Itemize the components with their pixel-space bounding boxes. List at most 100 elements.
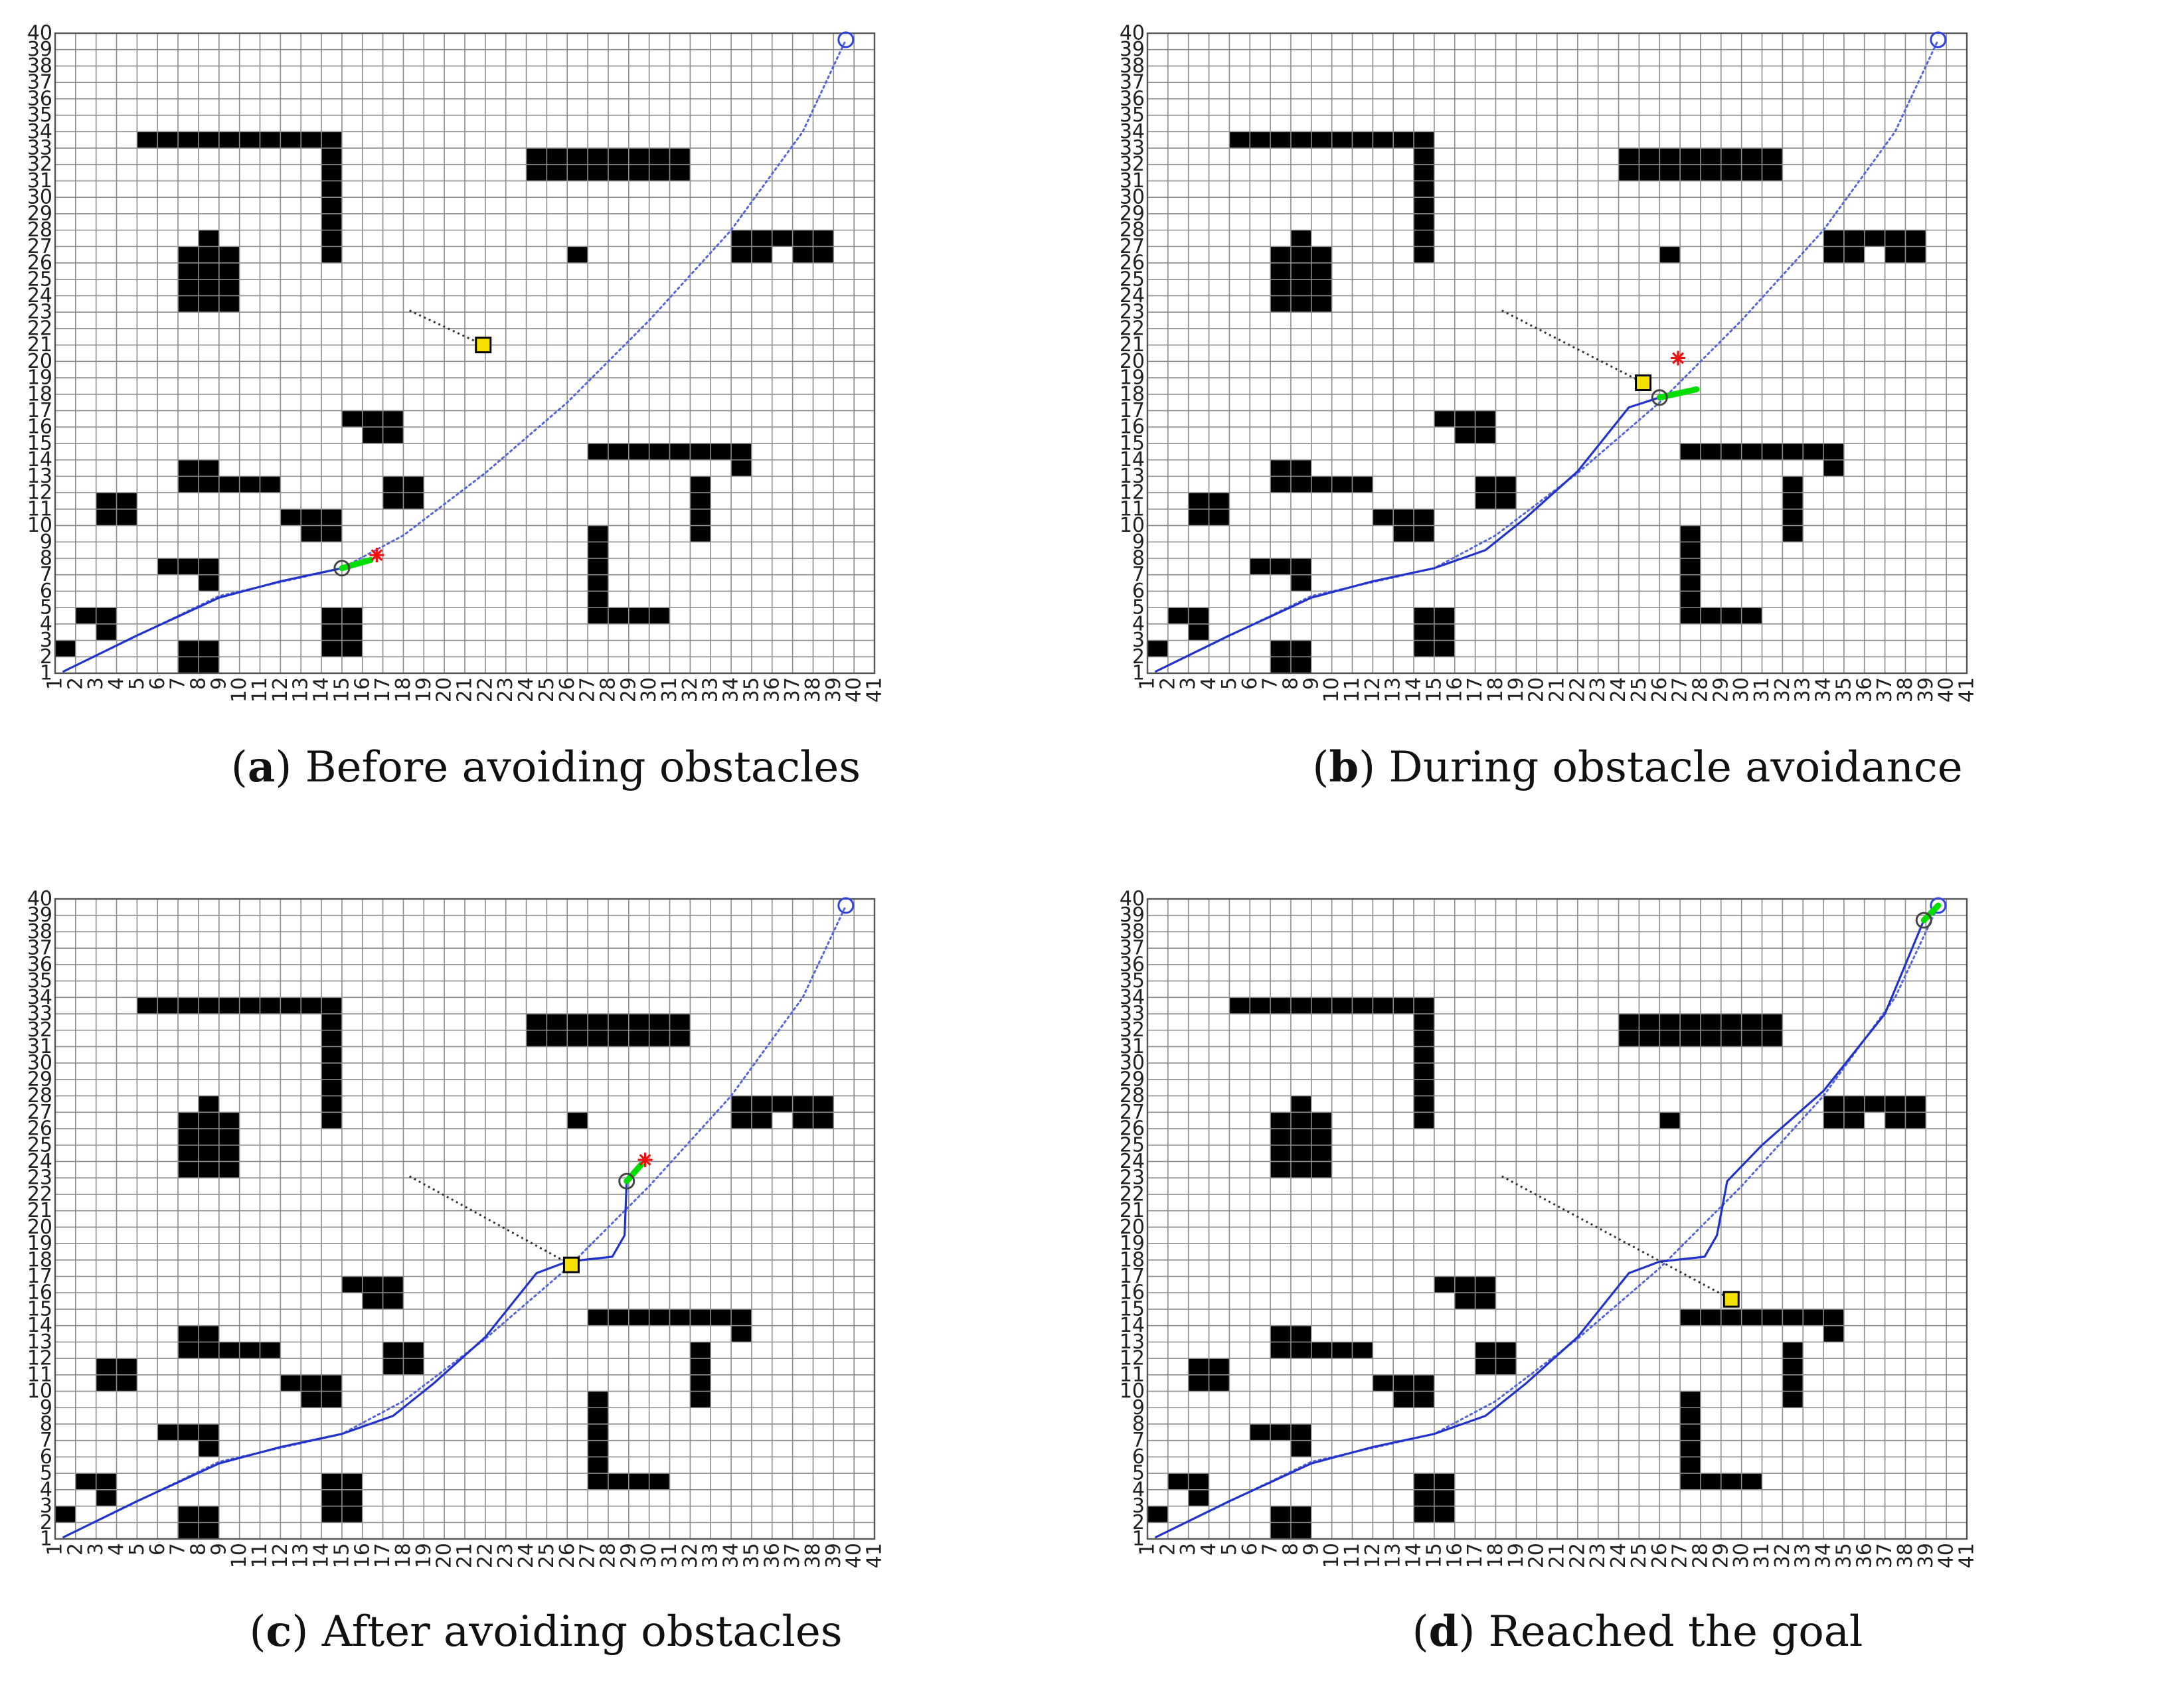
- x-tick-label: 7: [1259, 677, 1282, 690]
- x-tick-label: 36: [1853, 677, 1876, 702]
- y-tick-label: 8: [1132, 546, 1145, 570]
- static-obstacle: [96, 623, 117, 641]
- x-tick-label: 5: [1218, 1543, 1241, 1556]
- static-obstacle: [157, 1423, 219, 1441]
- y-tick-label: 2: [1132, 1511, 1145, 1534]
- x-tick-label: 7: [167, 677, 190, 690]
- y-tick-label: 8: [40, 1412, 52, 1435]
- y-tick-label: 11: [27, 497, 52, 521]
- y-tick-label: 22: [1120, 1182, 1145, 1206]
- static-obstacle: [55, 640, 76, 657]
- x-tick-label: 1: [44, 677, 67, 690]
- x-tick-label: 34: [720, 1543, 743, 1568]
- y-tick-label: 6: [40, 1445, 52, 1469]
- y-tick-label: 32: [27, 153, 52, 176]
- y-tick-label: 37: [27, 71, 52, 94]
- static-obstacle: [1700, 1473, 1762, 1490]
- static-obstacle: [1823, 459, 1844, 477]
- y-tick-label: 30: [27, 1052, 52, 1075]
- y-tick-label: 23: [1120, 1166, 1145, 1190]
- y-tick-label: 17: [1120, 399, 1145, 422]
- robot-heading: [339, 556, 374, 572]
- y-tick-label: 22: [27, 317, 52, 340]
- y-tick-label: 36: [27, 87, 52, 110]
- x-tick-label: 32: [1771, 1543, 1794, 1568]
- x-tick-label: 24: [1607, 677, 1630, 702]
- y-tick-label: 2: [1132, 645, 1145, 669]
- y-tick-label: 35: [27, 104, 52, 127]
- x-tick-label: 5: [126, 1543, 149, 1556]
- y-tick-label: 37: [1120, 937, 1145, 960]
- y-tick-label: 6: [40, 580, 52, 603]
- x-tick-label: 10: [1320, 1543, 1343, 1568]
- static-obstacle: [1147, 640, 1168, 657]
- x-tick-label: 11: [1341, 677, 1364, 702]
- y-tick-label: 11: [1120, 1363, 1145, 1386]
- y-tick-label: 16: [27, 416, 52, 439]
- x-tick-label: 20: [433, 1543, 456, 1568]
- x-tick-label: 24: [515, 677, 538, 702]
- caption-a: (a) Before avoiding obstacles: [230, 742, 861, 792]
- y-tick-label: 33: [1120, 1003, 1145, 1026]
- traveled-path: [1155, 396, 1660, 673]
- y-tick-label: 28: [27, 1084, 52, 1107]
- y-tick-label: 39: [27, 904, 52, 927]
- robot-marker: [618, 1172, 635, 1190]
- y-tick-label: 35: [1120, 969, 1145, 993]
- y-tick-label: 4: [40, 1478, 52, 1501]
- y-tick-label: 27: [27, 235, 52, 258]
- x-tick-label: 2: [1156, 677, 1179, 690]
- y-tick-label: 15: [27, 1297, 52, 1321]
- static-obstacle: [608, 1473, 670, 1490]
- y-tick-label: 26: [1120, 252, 1145, 275]
- y-tick-label: 13: [1120, 465, 1145, 488]
- static-obstacle: [1290, 574, 1311, 592]
- y-tick-label: 29: [27, 1068, 52, 1091]
- static-obstacle: [341, 1276, 404, 1293]
- caption-a-letter: a: [247, 742, 276, 792]
- traveled-path: [1155, 920, 1925, 1538]
- caption-b: (b) During obstacle avoidance: [1312, 742, 1963, 792]
- y-tick-label: 8: [1132, 1412, 1145, 1435]
- x-tick-label: 17: [371, 677, 394, 702]
- x-tick-label: 39: [1914, 1543, 1938, 1568]
- y-tick-label: 32: [1120, 153, 1145, 176]
- x-tick-label: 24: [1607, 1543, 1630, 1568]
- x-tick-label: 14: [1402, 1543, 1426, 1568]
- y-tick-label: 3: [40, 629, 52, 652]
- y-tick-label: 39: [1120, 38, 1145, 61]
- x-tick-label: 22: [473, 1543, 497, 1568]
- x-tick-label: 33: [1792, 1543, 1815, 1568]
- static-obstacle: [1250, 558, 1311, 575]
- x-tick-label: 21: [1546, 1543, 1569, 1568]
- y-tick-label: 5: [1132, 1462, 1145, 1485]
- x-tick-label: 13: [1382, 1543, 1405, 1568]
- x-tick-label: 12: [1361, 1543, 1385, 1568]
- y-tick-label: 1: [1132, 662, 1145, 685]
- x-tick-label: 6: [1238, 677, 1262, 690]
- static-obstacle: [1373, 1374, 1434, 1392]
- y-tick-label: 8: [40, 546, 52, 570]
- x-tick-label: 31: [658, 677, 681, 702]
- x-tick-label: 12: [269, 677, 292, 702]
- y-tick-label: 21: [1120, 333, 1145, 357]
- x-tick-label: 26: [1648, 677, 1671, 702]
- x-tick-label: 22: [1566, 677, 1589, 702]
- static-obstacle: [1290, 1095, 1311, 1113]
- x-tick-label: 2: [64, 677, 87, 690]
- y-tick-label: 23: [27, 301, 52, 324]
- y-tick-label: 15: [1120, 1297, 1145, 1321]
- static-obstacle: [1823, 1325, 1844, 1342]
- y-tick-label: 25: [1120, 1133, 1145, 1157]
- y-tick-label: 7: [40, 1429, 52, 1452]
- x-tick-label: 28: [1689, 677, 1712, 702]
- y-tick-label: 36: [1120, 953, 1145, 976]
- x-tick-label: 13: [1382, 677, 1405, 702]
- star-stroke: [1672, 352, 1684, 364]
- y-tick-label: 29: [1120, 1068, 1145, 1091]
- x-tick-label: 36: [1853, 1543, 1876, 1568]
- y-tick-label: 16: [1120, 416, 1145, 439]
- static-obstacle: [218, 476, 281, 493]
- x-tick-label: 28: [597, 677, 620, 702]
